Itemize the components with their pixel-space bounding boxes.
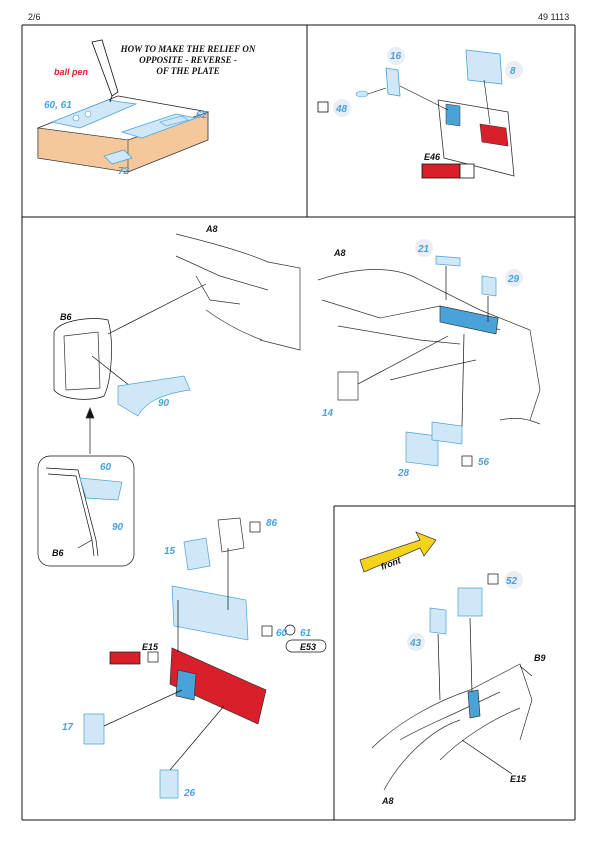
part-48-label: 48	[335, 104, 348, 115]
relief-plate-diagram	[36, 39, 210, 173]
relief-instruction: HOW TO MAKE THE RELIEF ON OPPOSITE - REV…	[118, 44, 258, 77]
page-number: 2/6	[28, 12, 41, 22]
part-29-label: 29	[507, 274, 520, 285]
part-72-label: 72	[118, 166, 130, 177]
part-43-label: 43	[409, 638, 422, 649]
b6-inset-label: B6	[52, 548, 64, 558]
control-panel-assembly	[83, 517, 327, 799]
cockpit-left-side	[37, 233, 301, 567]
color-e15-panel-label: E15	[142, 642, 159, 652]
b6-top-label: B6	[60, 312, 72, 322]
part-60-panel-label: 60	[276, 628, 288, 639]
panel-frames	[21, 24, 576, 821]
part-8-label: 8	[510, 66, 516, 77]
kit-code: 49 1113	[538, 12, 570, 22]
part-28-label: 28	[397, 468, 410, 479]
instruction-line-2: OPPOSITE - REVERSE -	[139, 55, 237, 65]
part-21-label: 21	[417, 244, 430, 255]
part-90-inset-label: 90	[112, 522, 124, 533]
part-14-label: 14	[322, 408, 334, 419]
paint-swatch-red	[421, 163, 461, 179]
front-section	[359, 531, 533, 791]
part-52-label: 52	[506, 576, 518, 587]
bend-icon	[317, 101, 329, 113]
a8-front-label: A8	[381, 796, 394, 806]
color-e46-label: E46	[424, 152, 441, 162]
cockpit-right-side	[317, 239, 541, 467]
a8-top-label: A8	[205, 224, 218, 234]
part-86-label: 86	[266, 518, 278, 529]
e15-front-label: E15	[510, 774, 527, 784]
a8-right-label: A8	[333, 248, 346, 258]
b9-label: B9	[534, 653, 546, 663]
part-90-top-label: 90	[158, 398, 170, 409]
part-61-panel-label: 61	[300, 628, 312, 639]
instruction-line-3: OF THE PLATE	[156, 66, 220, 76]
color-e53-label: E53	[300, 642, 316, 652]
ball-pen-label: ball pen	[54, 67, 89, 77]
part-17-label: 17	[62, 722, 74, 733]
part-16-label: 16	[390, 51, 402, 62]
part-15-label: 15	[164, 546, 176, 557]
instruction-line-1: HOW TO MAKE THE RELIEF ON	[120, 44, 256, 54]
part-56-label: 56	[478, 457, 490, 468]
part-60-inset-label: 60	[100, 462, 112, 473]
part-62-label: 62	[196, 110, 208, 121]
paint-half-icon	[459, 163, 475, 179]
part-60-61-label: 60, 61	[44, 100, 72, 111]
seat-back-assembly	[317, 47, 523, 179]
part-26-label: 26	[183, 788, 196, 799]
